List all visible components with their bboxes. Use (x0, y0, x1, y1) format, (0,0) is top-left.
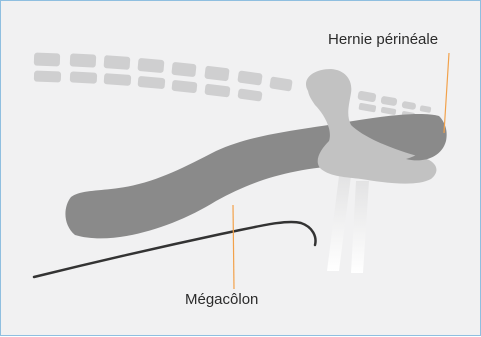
megacolon-label: Mégacôlon (185, 291, 258, 308)
megacolon-leader-line (233, 205, 234, 289)
leg-bones (327, 176, 369, 273)
hernia-leader-line (444, 53, 449, 133)
vertebral-column (34, 53, 432, 118)
hernia-label: Hernie périnéale (328, 31, 438, 48)
